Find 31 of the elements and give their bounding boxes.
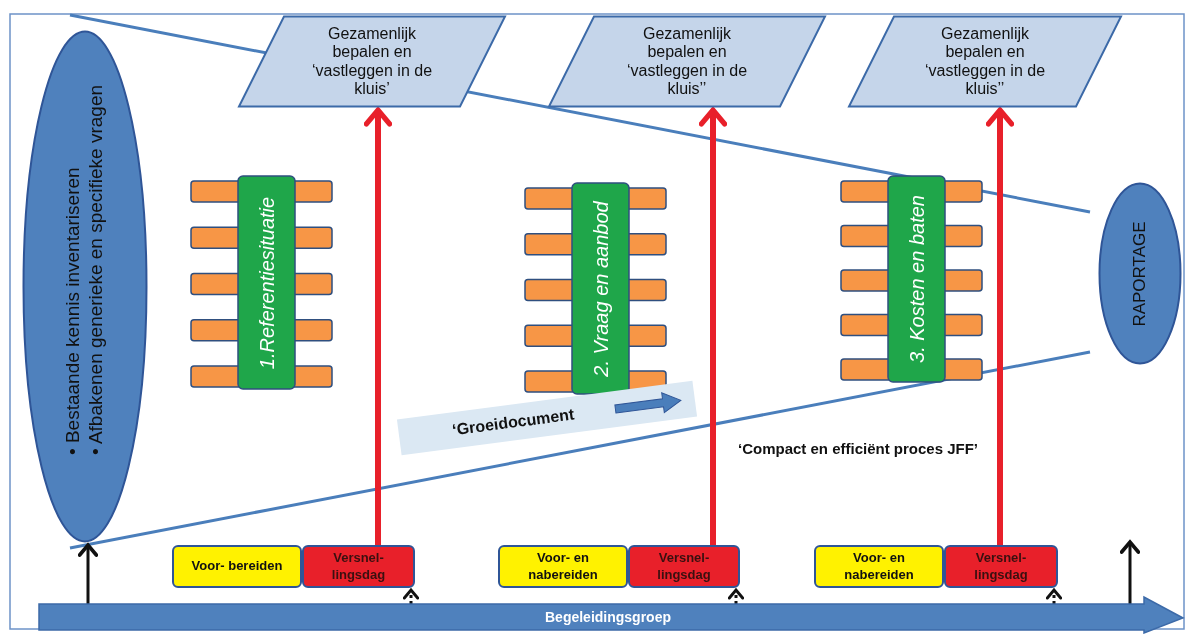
meeting-table <box>190 175 333 390</box>
process-note: ‘Compact en efficiënt proces JFF’ <box>736 440 980 457</box>
topic-text: 1.Referentiesituatie <box>255 196 278 369</box>
meeting-table <box>840 175 983 383</box>
arrow <box>985 107 1015 545</box>
phase-box: Voor- en nabereiden <box>498 545 628 588</box>
phase-box: Voor- en nabereiden <box>814 545 944 588</box>
agreement-text: Gezamenlijk bepalen en ‘vastleggen in de kluis’ <box>310 24 434 99</box>
phase-box: Voor- bereiden <box>172 545 302 588</box>
scope-ellipse <box>22 30 148 543</box>
arrow <box>363 107 393 545</box>
bullet-item: • Bestaande kennis inventariseren <box>62 165 85 457</box>
phase-box: Versnel- lingsdag <box>628 545 740 588</box>
report-ellipse <box>1098 182 1182 365</box>
arrow <box>698 107 728 545</box>
dashed-arrow <box>1045 588 1063 604</box>
meeting-table <box>524 182 667 395</box>
dashed-arrow <box>402 588 420 604</box>
phase-box: Versnel- lingsdag <box>302 545 415 588</box>
bullet-item: • Afbakenen generieke en specifieke vragen <box>85 83 107 457</box>
agreement-text: Gezamenlijk bepalen en ‘vastleggen in de kluis’’ <box>923 24 1047 99</box>
report-text: RAPORTAGE <box>1130 220 1150 327</box>
dashed-arrow <box>727 588 745 604</box>
topic-text: 2. Vraag en aanbod <box>589 200 612 377</box>
arrow <box>77 543 99 604</box>
arrow <box>1119 540 1141 604</box>
phase-box: Versnel- lingsdag <box>944 545 1058 588</box>
topic-text: 3. Kosten en baten <box>905 195 928 363</box>
band-text: ‘Groeidocument <box>451 405 576 440</box>
agreement-text: Gezamenlijk bepalen en ‘vastleggen in de kluis’’ <box>625 24 749 99</box>
timeline-text: Begeleidingsgroep <box>545 609 671 625</box>
